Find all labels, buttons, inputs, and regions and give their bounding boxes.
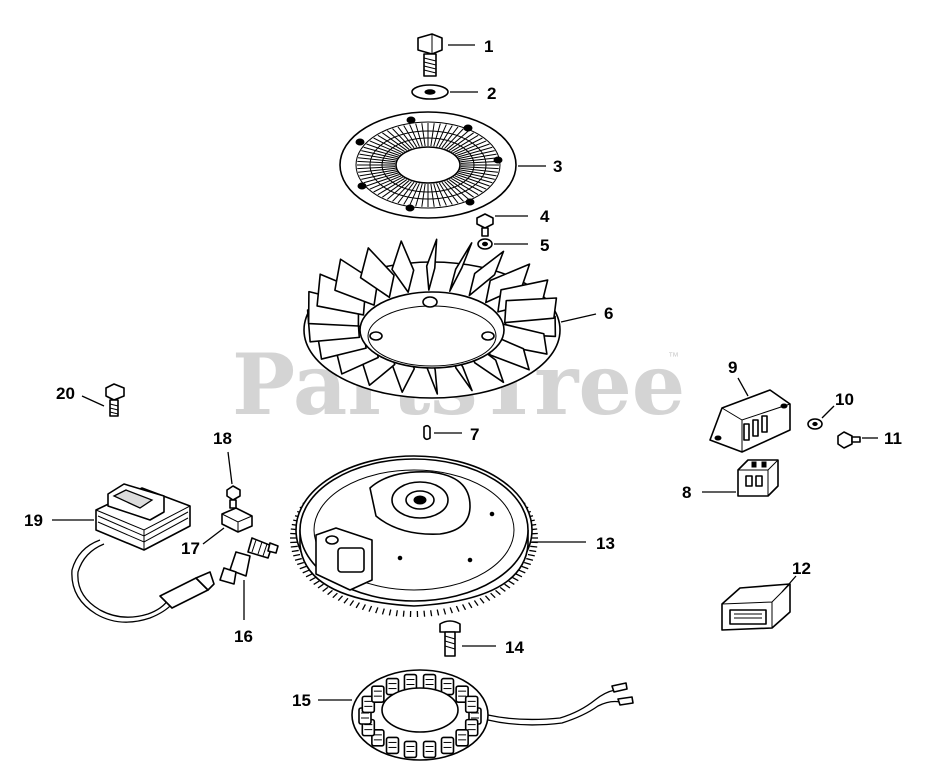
callout-18: 18 [213, 429, 232, 448]
part-11-screw[interactable] [837, 431, 861, 449]
part-1-bolt[interactable] [417, 33, 443, 77]
part-2-washer[interactable] [411, 84, 449, 100]
callout-15: 15 [292, 691, 311, 710]
part-10-washer[interactable] [807, 418, 823, 430]
part-18-screw[interactable] [226, 485, 241, 509]
stator-coil [385, 736, 400, 755]
callout-3: 3 [553, 157, 562, 176]
part-16-spark-plug[interactable] [219, 537, 279, 585]
part-3-grass-screen[interactable] [339, 111, 517, 219]
callout-19: 19 [24, 511, 43, 530]
stator-coil [422, 740, 437, 759]
callout-4: 4 [540, 207, 550, 226]
callout-labels: 1 2 3 4 5 6 7 8 9 10 11 12 13 14 15 16 1… [24, 37, 902, 710]
fan-blade [503, 297, 558, 324]
part-19-ignition-module[interactable] [71, 483, 215, 623]
callout-8: 8 [682, 483, 691, 502]
fan-blade [391, 240, 415, 293]
callout-20: 20 [56, 384, 75, 403]
callout-14: 14 [505, 638, 524, 657]
part-8-connector[interactable] [737, 459, 779, 497]
stator-coil [403, 740, 418, 759]
stator-coil [455, 729, 469, 747]
callout-6: 6 [604, 304, 613, 323]
callout-17: 17 [181, 539, 200, 558]
callout-9: 9 [728, 358, 737, 377]
callout-11: 11 [884, 429, 902, 448]
fan-blade [425, 238, 438, 291]
stator-coil [371, 685, 385, 703]
part-12-bracket[interactable] [721, 583, 791, 631]
part-6-fan[interactable] [303, 238, 561, 399]
part-7-key[interactable] [423, 424, 431, 441]
part-4-screw[interactable] [476, 213, 494, 237]
part-5-spacer[interactable] [477, 238, 493, 250]
callout-2: 2 [487, 84, 496, 103]
stator-coil [440, 736, 455, 755]
fan-blade [448, 242, 473, 292]
fan-blade [334, 258, 379, 306]
part-17-clip[interactable] [221, 507, 253, 533]
part-14-screw[interactable] [439, 620, 461, 657]
callout-5: 5 [540, 236, 549, 255]
callout-13: 13 [596, 534, 615, 553]
callout-10: 10 [835, 390, 854, 409]
callout-12: 12 [792, 559, 811, 578]
fan-blade [468, 250, 505, 297]
stator-coil [464, 695, 479, 714]
callout-16: 16 [234, 627, 253, 646]
part-13-flywheel[interactable] [290, 455, 538, 617]
callout-7: 7 [470, 425, 479, 444]
fan-blade [359, 247, 395, 299]
part-15-stator[interactable] [351, 669, 634, 761]
part-9-rectifier-regulator[interactable] [709, 389, 791, 453]
part-20-bolt[interactable] [105, 383, 125, 417]
watermark-trademark: ™ [668, 351, 679, 363]
callout-1: 1 [484, 37, 493, 56]
leader-lines [52, 44, 878, 701]
